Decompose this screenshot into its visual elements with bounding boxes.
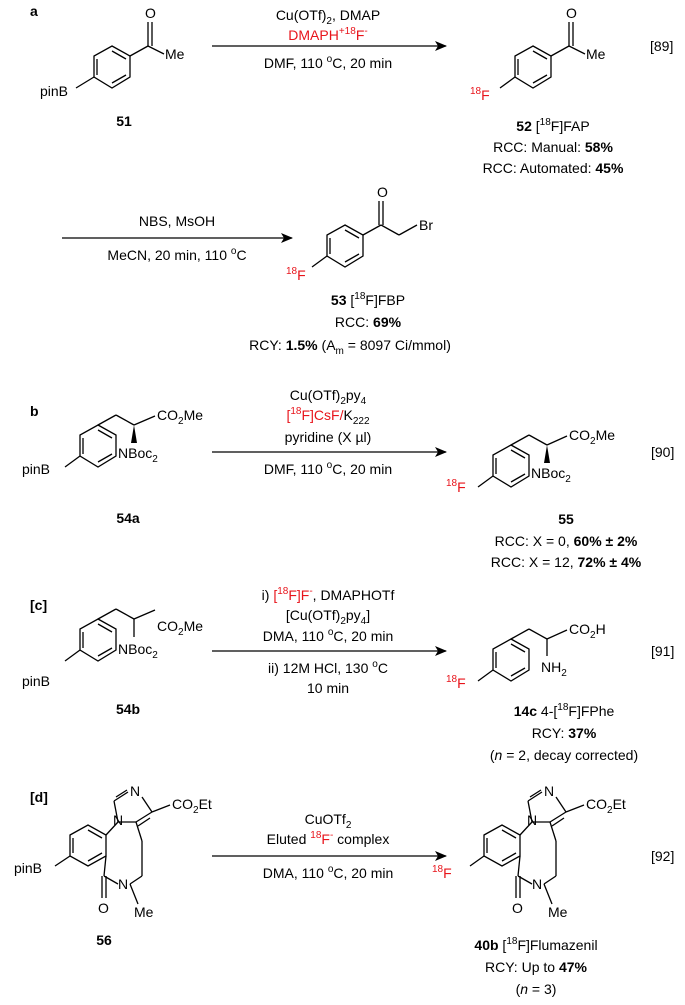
compound-id-54a: 54a — [116, 510, 140, 526]
rcc-x0: RCC: X = 0, 60% ± 2% — [495, 533, 638, 549]
ester-label: CO2Et — [172, 796, 212, 816]
fluorine-18-label: 18F — [446, 478, 466, 495]
compound-52-name: 52 [18F]FAP — [516, 117, 589, 134]
amine-label: NBoc2 — [118, 641, 158, 661]
amine-label: NBoc2 — [531, 465, 571, 485]
panel-d: [d] N — [14, 783, 674, 997]
condition-a2-bottom: MeCN, 20 min, 110 oC — [107, 246, 246, 263]
compound-40b-name: 40b [18F]Flumazenil — [474, 936, 597, 953]
atom-n: N — [113, 812, 123, 828]
acid-label: CO2H — [569, 621, 606, 641]
fluorine-18-label: 18F — [432, 864, 452, 881]
condition-b-bottom: DMF, 110 oC, 20 min — [264, 460, 392, 477]
rcy-14c: RCY: 37% — [532, 725, 597, 741]
reference-92: [92] — [651, 848, 674, 864]
atom-n: N — [532, 876, 542, 892]
atom-o: O — [566, 5, 577, 21]
methyl-label: Me — [586, 46, 606, 62]
compound-54b-structure: CO2Me NBoc2 pinB — [22, 608, 203, 689]
note-14c: (n = 2, decay corrected) — [490, 747, 638, 763]
amine-label: NBoc2 — [118, 445, 158, 465]
condition-a2-top: NBS, MsOH — [139, 213, 215, 229]
panel-label-a: a — [30, 3, 38, 19]
panel-label-c: [c] — [30, 597, 47, 613]
condition-b-top2: [18F]CsF/K222 — [286, 406, 369, 427]
pinB-label: pinB — [40, 83, 68, 99]
atom-o: O — [98, 900, 109, 916]
note-40b: (n = 3) — [516, 981, 557, 997]
compound-51-structure: O Me pinB — [40, 5, 185, 99]
condition-c-bottom2: 10 min — [307, 680, 349, 696]
panel-c: [c] CO2Me NBoc2 pinB 54b i) [18F]F-, DMA… — [22, 586, 674, 763]
compound-54a-structure: CO2Me NBoc2 pinB — [22, 407, 203, 477]
condition-d-top2: Eluted 18F- complex — [267, 830, 390, 847]
rcc-x12: RCC: X = 12, 72% ± 4% — [491, 554, 642, 570]
atom-o: O — [145, 5, 156, 21]
condition-d-top1: CuOTf2 — [305, 811, 352, 831]
condition-b-top1: Cu(OTf)2py4 — [290, 387, 367, 407]
fluorine-18-label: 18F — [286, 266, 306, 283]
condition-c-top3: DMA, 110 oC, 20 min — [263, 627, 394, 644]
ester-label: CO2Me — [569, 427, 615, 447]
compound-53-structure: O Br 18F — [286, 184, 433, 283]
rcc-53: RCC: 69% — [335, 314, 402, 330]
condition-c-top2: [Cu(OTf)2py4] — [286, 607, 370, 627]
condition-a1-bottom: DMF, 110 oC, 20 min — [264, 54, 392, 71]
atom-n: N — [130, 783, 140, 799]
compound-53-name: 53 [18F]FBP — [331, 291, 405, 308]
compound-id-55: 55 — [558, 511, 574, 527]
methyl-label: Me — [165, 46, 185, 62]
condition-b-top3: pyridine (X µl) — [285, 429, 372, 445]
condition-c-bottom1: ii) 12M HCl, 130 oC — [268, 659, 388, 676]
panel-label-d: [d] — [30, 789, 48, 805]
reference-91: [91] — [651, 643, 674, 659]
pinB-label: pinB — [22, 461, 50, 477]
reference-89: [89] — [650, 38, 673, 54]
pinB-label: pinB — [14, 860, 42, 876]
condition-d-bottom: DMA, 110 oC, 20 min — [263, 864, 394, 881]
ester-label: CO2Et — [586, 796, 626, 816]
atom-o: O — [377, 184, 388, 200]
methyl-label: Me — [134, 904, 154, 920]
rcy-40b: RCY: Up to 47% — [485, 959, 587, 975]
rcc-automated: RCC: Automated: 45% — [483, 160, 624, 176]
ester-label: CO2Me — [157, 618, 203, 638]
bromine-label: Br — [419, 217, 433, 233]
compound-14c-structure: CO2H NH2 18F — [446, 621, 606, 691]
compound-56-structure: N N N O Me CO2Et pinB — [14, 783, 212, 920]
rcy-53: RCY: 1.5% (Am = 8097 Ci/mmol) — [249, 337, 451, 357]
compound-40b-structure: N N N O Me CO2Et 18F — [432, 783, 626, 920]
atom-n: N — [544, 783, 554, 799]
compound-52-structure: O Me 18F — [470, 5, 606, 103]
atom-n: N — [118, 876, 128, 892]
condition-a1-top2: DMAPH+18F- — [288, 26, 367, 43]
compound-id-51: 51 — [116, 113, 132, 129]
compound-55-structure: CO2Me NBoc2 18F — [446, 427, 615, 495]
amine-label: NH2 — [541, 659, 567, 679]
fluorine-18-label: 18F — [470, 86, 490, 103]
panel-label-b: b — [30, 403, 39, 419]
reference-90: [90] — [651, 444, 674, 460]
atom-o: O — [512, 900, 523, 916]
ester-label: CO2Me — [157, 407, 203, 427]
compound-id-54b: 54b — [116, 701, 140, 717]
panel-b: b CO2Me NBoc2 pinB 54a Cu(OTf)2py4 [18F]… — [22, 387, 674, 570]
condition-c-top1: i) [18F]F-, DMAPHOTf — [262, 586, 395, 603]
pinB-label: pinB — [22, 673, 50, 689]
fluorine-18-label: 18F — [446, 674, 466, 691]
methyl-label: Me — [548, 904, 568, 920]
panel-a: a O Me pinB 51 Cu(OTf)2, DMAP DMAPH+18F-… — [30, 3, 673, 357]
compound-14c-name: 14c 4-[18F]FPhe — [514, 702, 615, 719]
rcc-manual: RCC: Manual: 58% — [493, 139, 613, 155]
atom-n: N — [527, 812, 537, 828]
compound-id-56: 56 — [96, 932, 112, 948]
condition-a1-top1: Cu(OTf)2, DMAP — [276, 7, 380, 27]
